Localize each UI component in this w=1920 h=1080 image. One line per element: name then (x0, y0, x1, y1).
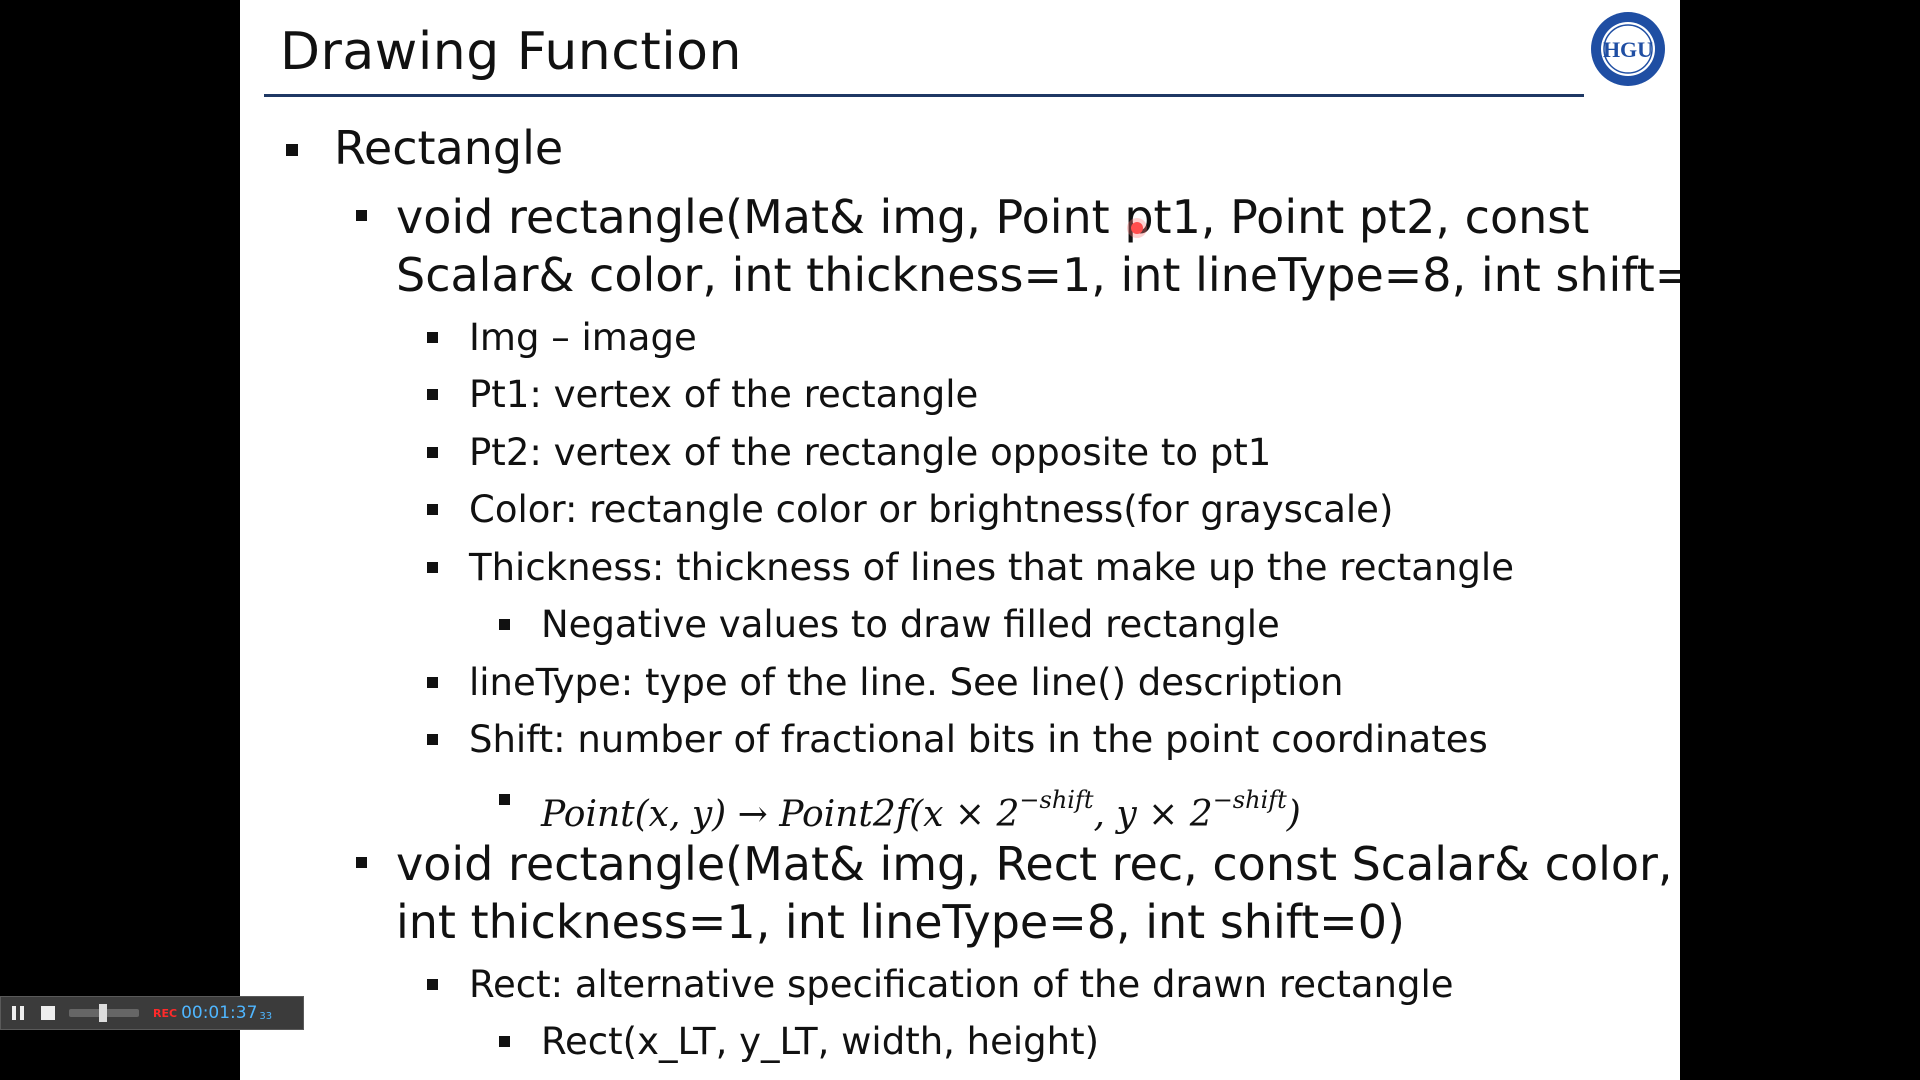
screen-recorder-bar: REC 00:01:37 33 (0, 996, 304, 1030)
slide: Drawing Function HGU Rectangle void rect… (240, 0, 1680, 1080)
bullet-thickness: Thickness: thickness of lines that make … (427, 544, 1514, 592)
bullet-mark (427, 562, 438, 573)
bullet-mark (427, 332, 438, 343)
bullet-mark (427, 677, 438, 688)
recording-frames: 33 (259, 1010, 273, 1022)
bullet-text: Shift: number of fractional bits in the … (469, 718, 1488, 761)
bullet-mark (499, 1036, 510, 1047)
bullet-rect-args: Rect(x_LT, y_LT, width, height) (499, 1018, 1100, 1066)
stop-button[interactable] (35, 1000, 61, 1026)
bullet-rect-desc: Rect: alternative specification of the d… (427, 961, 1454, 1009)
pause-button[interactable] (5, 1000, 31, 1026)
bullet-mark (427, 734, 438, 745)
signature-2-line-1: void rectangle(Mat& img, Rect rec, const… (396, 837, 1673, 891)
bullet-mark (427, 447, 438, 458)
bullet-mark (356, 857, 367, 868)
bullet-shift: Shift: number of fractional bits in the … (427, 716, 1488, 764)
bullet-signature-2: void rectangle(Mat& img, Rect rec, const… (356, 835, 1673, 893)
bullet-text: Rectangle (334, 121, 564, 175)
bullet-formula: Point(x, y) → Point2f(x × 2−shift, y × 2… (499, 776, 1301, 839)
bullet-pt1: Pt1: vertex of the rectangle (427, 371, 979, 419)
bullet-mark (427, 979, 438, 990)
bullet-text: Rect: alternative specification of the d… (469, 963, 1454, 1006)
bullet-mark (427, 389, 438, 400)
bullet-mark (286, 144, 298, 156)
bullet-text: Negative values to draw filled rectangle (541, 603, 1280, 646)
bullet-mark (356, 210, 367, 221)
signature-1-line-2: Scalar& color, int thickness=1, int line… (396, 248, 1680, 302)
bullet-negative: Negative values to draw filled rectangle (499, 601, 1280, 649)
bullet-mark (499, 794, 510, 805)
signature-2-line-2: int thickness=1, int lineType=8, int shi… (396, 895, 1405, 949)
pause-icon (12, 1006, 24, 1020)
shift-formula: Point(x, y) → Point2f(x × 2−shift, y × 2… (541, 786, 1301, 835)
bullet-mark (499, 619, 510, 630)
slider-thumb[interactable] (99, 1004, 107, 1022)
logo-text: HGU (1603, 37, 1653, 62)
bullet-text: Thickness: thickness of lines that make … (469, 546, 1514, 589)
title-underline (264, 94, 1584, 97)
bullet-text: Pt2: vertex of the rectangle opposite to… (469, 431, 1272, 474)
bullet-text: Rect(x_LT, y_LT, width, height) (541, 1020, 1100, 1063)
bullet-color: Color: rectangle color or brightness(for… (427, 486, 1394, 534)
bullet-signature-1: void rectangle(Mat& img, Point pt1, Poin… (356, 188, 1590, 246)
laser-pointer (1131, 222, 1143, 234)
rec-indicator: REC (153, 1006, 178, 1020)
bullet-rectangle: Rectangle (286, 120, 564, 176)
signature-1-line-1: void rectangle(Mat& img, Point pt1, Poin… (396, 190, 1590, 244)
bullet-mark (427, 504, 438, 515)
recording-time: 00:01:37 (181, 1003, 258, 1023)
stop-icon (41, 1006, 55, 1020)
bullet-text: Pt1: vertex of the rectangle (469, 373, 979, 416)
bullet-linetype: lineType: type of the line. See line() d… (427, 659, 1344, 707)
university-logo: HGU (1591, 12, 1665, 86)
bullet-img: Img – image (427, 314, 697, 362)
slide-title: Drawing Function (280, 22, 742, 82)
bullet-text: Img – image (469, 316, 697, 359)
bullet-text: lineType: type of the line. See line() d… (469, 661, 1344, 704)
bullet-pt2: Pt2: vertex of the rectangle opposite to… (427, 429, 1272, 477)
volume-slider[interactable] (69, 1004, 139, 1022)
bullet-text: Color: rectangle color or brightness(for… (469, 488, 1394, 531)
